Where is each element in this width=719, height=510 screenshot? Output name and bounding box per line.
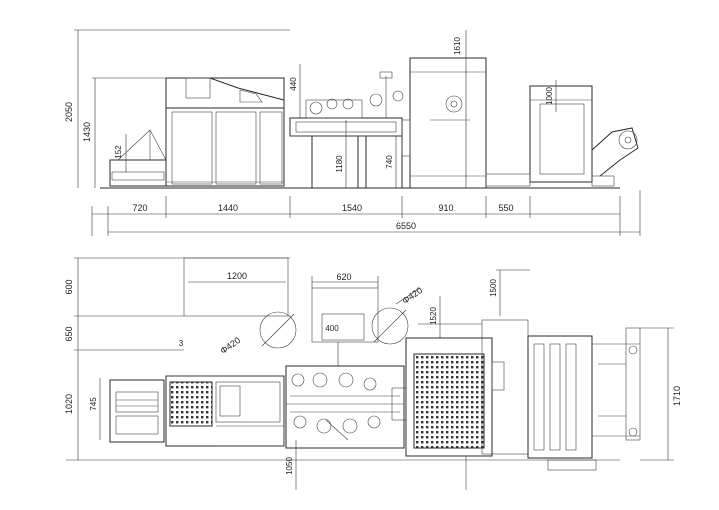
printing-unit [401,57,487,189]
dim-1430: 1430 [82,122,92,142]
dim-1050: 1050 [285,457,294,475]
dim-910: 910 [438,203,453,213]
dim-720: 720 [132,203,147,213]
dim-550: 550 [498,203,513,213]
item-marker-3: 3 [179,339,184,348]
middle-unit [289,71,404,189]
dim-1500: 1500 [489,279,498,297]
dim-1610: 1610 [453,37,462,55]
top-view: 1200 620 400 1520 1500 600 650 1020 745 … [64,257,682,490]
dim-440: 440 [289,77,298,91]
dim-620: 620 [336,272,351,282]
diameter-label-right: Φ420 [400,285,424,306]
main-unit [165,77,285,187]
dim-400: 400 [325,324,339,333]
dim-1440: 1440 [218,203,238,213]
middle-top [285,365,407,449]
feeder-top [109,379,165,443]
dim-600: 600 [64,279,74,294]
dim-6550: 6550 [396,221,416,231]
printing-unit-top [405,269,530,490]
side-view: 2050 1430 152 440 1180 740 1610 1000 720… [64,29,641,236]
dim-1200: 1200 [227,271,247,281]
dim-2050: 2050 [64,102,74,122]
unwind-unit [485,85,639,187]
dim-650: 650 [64,326,74,341]
dim-1540: 1540 [342,203,362,213]
unwind-top [527,327,674,471]
dim-1710: 1710 [672,386,682,406]
dim-745: 745 [89,397,98,411]
dim-1020: 1020 [64,394,74,414]
diameter-label-left: Φ420 [218,335,242,356]
dim-740: 740 [385,155,394,169]
dim-1520: 1520 [429,307,438,325]
dim-152: 152 [114,145,123,159]
dim-1000: 1000 [545,87,554,105]
main-unit-top [165,375,285,447]
dim-1180: 1180 [335,155,344,173]
